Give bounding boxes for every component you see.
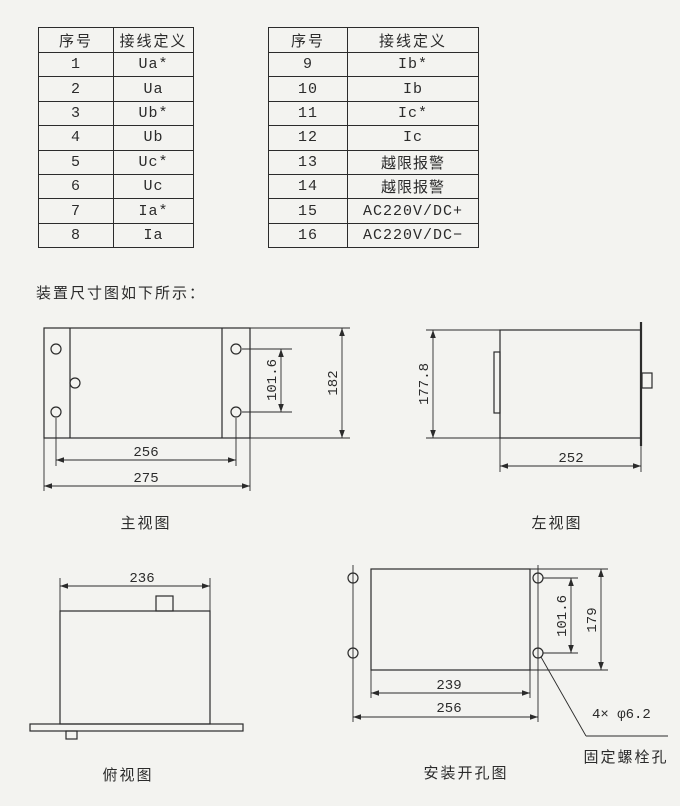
mounting-hole [50,406,62,418]
leader-line [540,656,587,737]
side-body [499,329,642,439]
front-outline [43,327,251,439]
cell-number: 14 [268,173,348,200]
dim-label-hole-pitch-horizontal: 256 [133,445,158,461]
side-view: 177.8 252 左视图 [417,322,653,532]
table-header-row: 序号 接线定义 [268,27,479,53]
side-terminal-block [493,351,501,414]
hole-callout: 4× φ6.2 [592,707,651,723]
view-caption: 左视图 [531,514,582,532]
dim-label-width: 236 [129,571,154,587]
cell-definition: Uc* [113,149,194,175]
top-tab [155,595,174,612]
cell-number: 15 [268,198,348,224]
dim-label-width: 275 [133,471,158,487]
view-caption: 主视图 [120,514,171,532]
cell-number: 9 [268,51,348,78]
header-definition: 接线定义 [113,27,194,53]
cell-definition: Ic* [347,100,479,127]
cell-definition: AC220V/DC− [347,222,479,249]
front-hole [69,377,81,389]
cell-definition: Ua* [113,51,194,78]
dim-label-width: 239 [436,678,461,694]
cell-definition: Ib [347,76,479,102]
table-header-row: 序号 接线定义 [38,27,194,53]
cell-definition: Ic [347,125,479,151]
cell-definition: Ub* [113,100,194,127]
cutout-view: 101.6 179 239 256 4× φ6.2 固定螺栓孔 安装开孔图 [347,565,668,782]
mounting-hole [347,572,359,584]
dim-label-hole-pitch-horizontal: 256 [436,701,461,717]
mounting-hole [50,343,62,355]
cell-number: 11 [268,100,348,127]
view-caption: 俯视图 [102,766,153,784]
front-view: 101.6 182 256 275 主视图 [43,327,350,532]
hole-label: 固定螺栓孔 [583,748,668,766]
cell-number: 6 [38,173,114,200]
cell-definition: Ub [113,125,194,151]
cell-number: 5 [38,149,114,175]
cell-number: 13 [268,149,348,175]
dim-label-height: 179 [585,607,601,632]
cell-number: 7 [38,198,114,224]
mounting-hole [347,647,359,659]
cell-number: 8 [38,222,114,249]
mounting-hole [230,406,242,418]
top-body [59,610,211,725]
dim-label-hole-pitch-vertical: 101.6 [555,595,571,637]
header-definition: 接线定义 [347,27,479,53]
side-knob [641,372,653,389]
mounting-hole [230,343,242,355]
cell-definition: Ia [113,222,194,249]
view-caption: 安装开孔图 [423,764,508,782]
top-front-panel [29,723,244,732]
cell-number: 16 [268,222,348,249]
cutout-outline [370,568,531,671]
dim-label-depth: 252 [558,451,583,467]
intro-text: 装置尺寸图如下所示： [36,284,207,302]
dim-label-height: 177.8 [417,363,433,405]
cell-definition: Ua [113,76,194,102]
dim-label-hole-pitch-vertical: 101.6 [265,359,281,401]
cell-definition: Ib* [347,51,479,78]
top-view: 236 俯视图 [29,571,244,784]
top-knob [65,730,78,740]
cell-number: 3 [38,100,114,127]
header-number: 序号 [268,27,348,53]
dim-label-height: 182 [326,370,342,395]
